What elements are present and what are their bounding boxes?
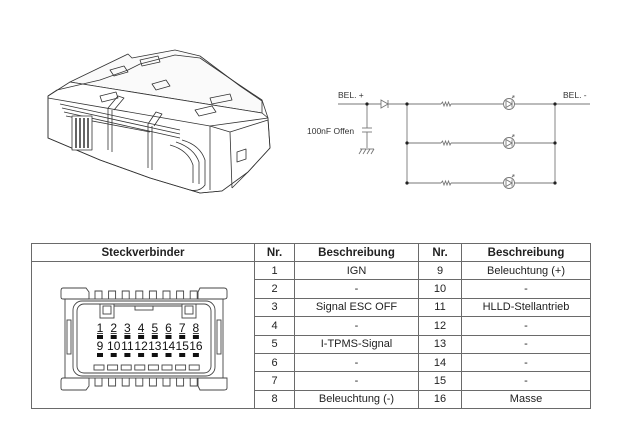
connector-cell: [31, 260, 255, 410]
header-nr-right: Nr.: [418, 243, 462, 262]
pin-description-left: IGN: [294, 260, 419, 281]
junction-dot: [405, 141, 409, 145]
pin-number-right: 12: [418, 316, 462, 336]
diode-symbol: [380, 99, 389, 109]
header-nr-left: Nr.: [254, 243, 295, 262]
led-branch: [407, 174, 555, 189]
header-connector: Steckverbinder: [31, 243, 255, 262]
led-branch: [407, 95, 555, 110]
pin-description-left: Signal ESC OFF: [294, 297, 419, 318]
header-description-right: Beschreibung: [461, 243, 591, 262]
junction-dot: [553, 181, 557, 185]
resistor-symbol: [440, 100, 452, 108]
header-description-left: Beschreibung: [294, 243, 419, 262]
pin-number-left: 7: [254, 371, 295, 391]
pin-number-left: 1: [254, 260, 295, 281]
resistor-symbol: [440, 179, 452, 187]
pin-description-left: -: [294, 352, 419, 373]
pin-number-right: 15: [418, 371, 462, 391]
ground-symbol: [358, 148, 375, 155]
pin-number-right: 16: [418, 389, 462, 410]
pin-number-right: 14: [418, 352, 462, 373]
junction-dot: [405, 102, 409, 106]
table-row: 2-10-: [32, 279, 591, 299]
pin-number-left: 3: [254, 297, 295, 318]
junction-dot: [405, 181, 409, 185]
junction-dot: [553, 102, 557, 106]
pin-description-right: -: [461, 352, 591, 373]
capacitor-label: 100nF Offen: [307, 126, 355, 136]
led-branch: [407, 134, 555, 149]
pin-number-right: 11: [418, 297, 462, 318]
pin-number-right: 13: [418, 334, 462, 354]
pin-description-right: -: [461, 371, 591, 391]
circuit-schematic: [338, 95, 590, 189]
pin-description-right: Beleuchtung (+): [461, 260, 591, 281]
pin-description-left: -: [294, 316, 419, 336]
table-row: 6-14-: [32, 352, 591, 373]
pin-description-right: HLLD-Stellantrieb: [461, 297, 591, 318]
pin-number-left: 8: [254, 389, 295, 410]
pin-description-left: Beleuchtung (-): [294, 389, 419, 410]
pin-description-right: -: [461, 279, 591, 299]
pin-description-left: -: [294, 279, 419, 299]
table-row: 7-15-: [32, 371, 591, 391]
junction-dot: [553, 141, 557, 145]
diagram-canvas: [47, 49, 590, 194]
pin-number-right: 9: [418, 260, 462, 281]
pin-description-right: -: [461, 334, 591, 354]
junction-dot: [365, 102, 369, 106]
resistor-symbol: [440, 139, 452, 147]
connector-3d-drawing: [47, 49, 271, 194]
bel-minus-label: BEL. -: [563, 90, 587, 100]
pin-number-left: 4: [254, 316, 295, 336]
pin-number-right: 10: [418, 279, 462, 299]
pin-number-left: 2: [254, 279, 295, 299]
table-header-row: Steckverbinder Nr. Beschreibung Nr. Besc…: [31, 243, 591, 262]
pin-description-left: -: [294, 371, 419, 391]
bel-plus-label: BEL. +: [338, 90, 364, 100]
pin-assignment-table: Steckverbinder Nr. Beschreibung Nr. Besc…: [31, 243, 591, 410]
pin-number-left: 6: [254, 352, 295, 373]
pin-description-right: Masse: [461, 389, 591, 410]
pin-description-left: I-TPMS-Signal: [294, 334, 419, 354]
pin-description-right: -: [461, 316, 591, 336]
pin-number-left: 5: [254, 334, 295, 354]
capacitor-symbol: [362, 127, 372, 133]
